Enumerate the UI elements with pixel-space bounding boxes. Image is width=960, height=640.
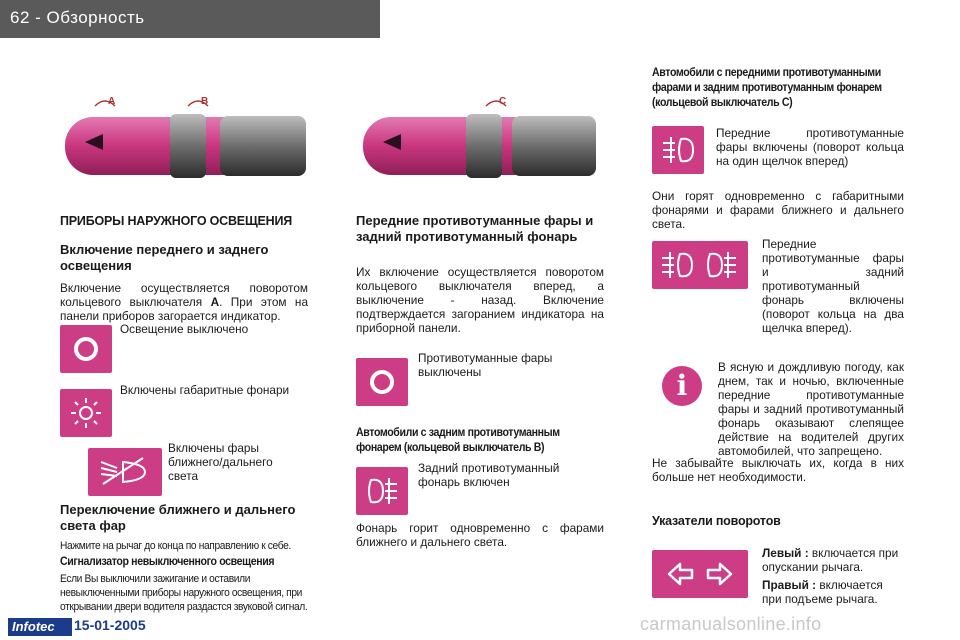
both-fog-icon bbox=[662, 252, 736, 278]
right-turn-text: Правый : включается при подъеме рычага. bbox=[762, 578, 883, 606]
indicator-fog-off bbox=[356, 358, 408, 406]
fog-text: Их включение осуществляется поворотом ко… bbox=[356, 265, 604, 335]
switch-text: Нажмите на рычаг до конца по направлению… bbox=[60, 540, 291, 552]
info-icon: i bbox=[662, 366, 702, 406]
reminder-text: Не забывайте выключать их, когда в них б… bbox=[652, 456, 904, 484]
rear-fog-icon bbox=[368, 478, 397, 504]
footer-date: 15-01-2005 bbox=[74, 617, 146, 633]
both-fog-text: Передние противотуманные фары и задний п… bbox=[762, 237, 904, 335]
fog-stalk-image bbox=[363, 100, 596, 178]
fog-off-icon bbox=[370, 370, 394, 394]
switch-a-label: A bbox=[210, 295, 220, 309]
switch-title: Переключение ближнего и дальнего света ф… bbox=[60, 502, 296, 533]
fog-off-text: Противотуманные фары выключены bbox=[418, 351, 553, 379]
headlights-text: Включены фары ближнего/дальнего света bbox=[168, 441, 273, 483]
indicator-turn bbox=[652, 550, 748, 598]
label-b: B bbox=[201, 96, 209, 107]
rear-fog-text: Фонарь горит одновременно с фарами ближн… bbox=[356, 521, 604, 549]
watermark: carmanualsonline.info bbox=[640, 614, 822, 634]
together-text: Они горят одновременно с габаритными фон… bbox=[652, 189, 904, 231]
section-title: ПРИБОРЫ НАРУЖНОГО ОСВЕЩЕНИЯ bbox=[60, 214, 293, 228]
indicator-side bbox=[60, 389, 112, 437]
rear-fog-title: Автомобили с задним противотуманным фона… bbox=[356, 427, 560, 454]
lights-off-icon bbox=[74, 337, 98, 361]
indicator-rear-fog bbox=[356, 467, 408, 515]
alarm-title: Сигнализатор невыключенного освещения bbox=[60, 556, 275, 568]
label-c: C bbox=[499, 96, 507, 107]
side-lights-text: Включены габаритные фонари bbox=[120, 383, 290, 397]
fog-title: Передние противотуманные фары и задний п… bbox=[356, 213, 594, 244]
light-stalk-image bbox=[65, 100, 306, 178]
rear-fog-on-text: Задний противотуманный фонарь включен bbox=[418, 461, 560, 489]
indicator-both-fog bbox=[652, 241, 748, 289]
warning-overflow-spacer bbox=[652, 428, 718, 442]
turn-arrows-icon bbox=[667, 562, 733, 586]
right-label: Правый : bbox=[762, 578, 817, 592]
alarm-text: Если Вы выключили зажигание и оставили н… bbox=[60, 573, 308, 613]
label-a: A bbox=[108, 96, 116, 107]
page-title: 62 - Обзорность bbox=[10, 8, 145, 27]
intro-paragraph: Включение осуществляется поворотом кольц… bbox=[60, 281, 308, 323]
turn-title: Указатели поворотов bbox=[652, 514, 781, 528]
infotec-logo: Infotec bbox=[8, 618, 72, 636]
left-label: Левый : bbox=[762, 546, 809, 560]
indicator-headlights bbox=[88, 448, 162, 496]
stalk-illustration-c: C bbox=[358, 92, 598, 192]
stalk-illustration-ab: A B bbox=[60, 92, 310, 192]
indicator-front-fog bbox=[652, 126, 704, 174]
left-turn-text: Левый : включается при опускании рычага. bbox=[762, 546, 899, 574]
front-fog-on-text: Передние противотуманные фары включены (… bbox=[716, 126, 904, 168]
front-fog-icon bbox=[663, 137, 695, 163]
headlights-icon bbox=[100, 457, 147, 485]
cars-title: Автомобили с передними противотуманными … bbox=[652, 67, 882, 109]
sub-title: Включение переднего и заднего освещения bbox=[60, 242, 269, 273]
warning-text: В ясную и дождливую погоду, как днем, та… bbox=[718, 360, 904, 458]
lights-off-text: Освещение выключено bbox=[120, 322, 249, 336]
side-lights-icon bbox=[71, 398, 101, 428]
indicator-off bbox=[60, 325, 112, 373]
page-header: 62 - Обзорность bbox=[0, 0, 380, 38]
